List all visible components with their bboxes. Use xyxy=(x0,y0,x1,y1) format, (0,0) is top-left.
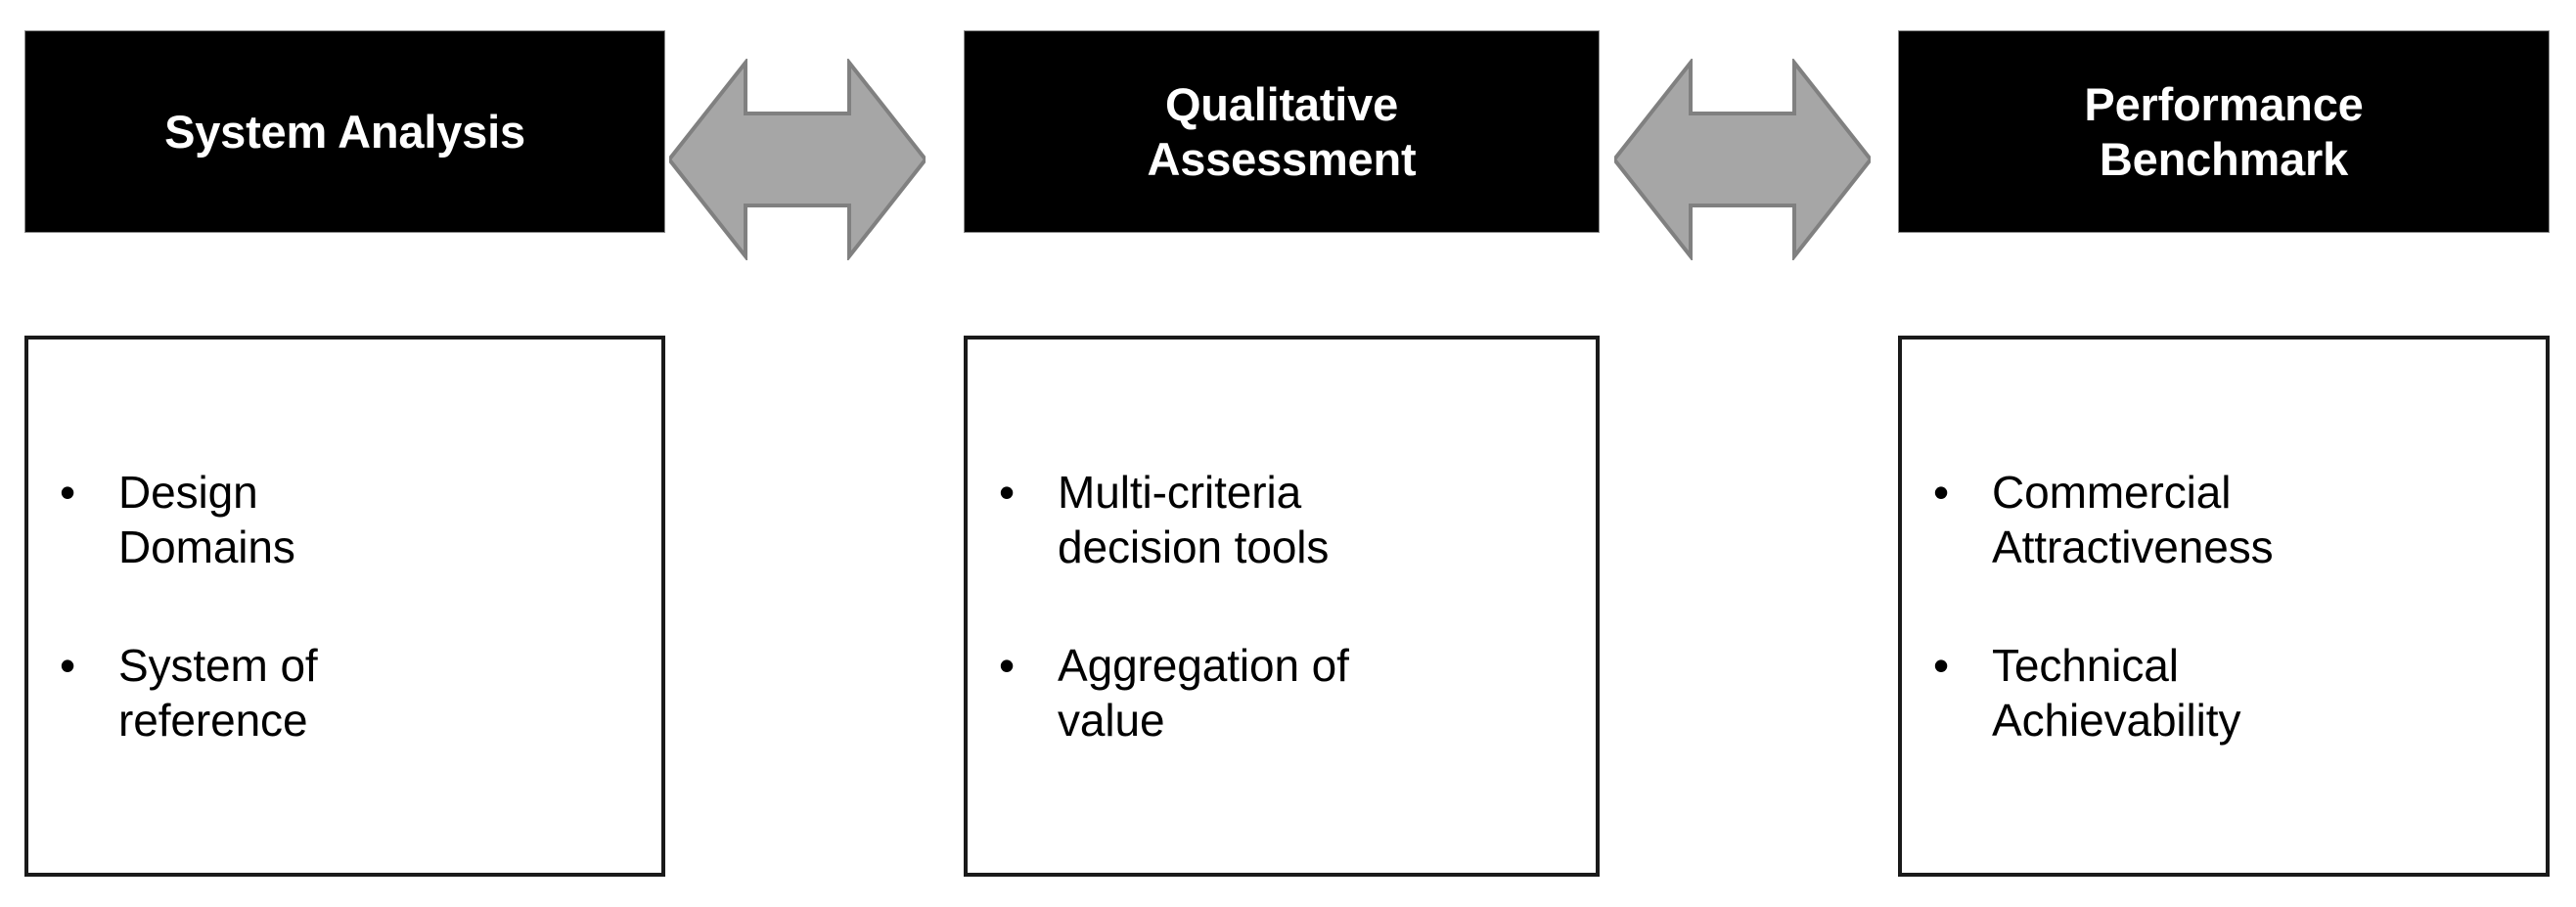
stage-content-system-analysis: • Design Domains • System of reference xyxy=(24,336,665,877)
stage-header-qualitative-assessment: Qualitative Assessment xyxy=(964,30,1600,233)
list-item: • System of reference xyxy=(42,638,655,748)
bullet-point-icon: • xyxy=(999,639,1016,691)
stage-header-label: Performance Benchmark xyxy=(2084,78,2364,185)
stage-header-label: Qualitative Assessment xyxy=(1147,78,1417,185)
list-item: • Aggregation of value xyxy=(981,638,1590,748)
stage-content-performance-benchmark: • Commercial Attractiveness • Technical … xyxy=(1898,336,2550,877)
bullet-list: • Design Domains • System of reference xyxy=(42,465,655,747)
bullet-label: Commercial Attractiveness xyxy=(1992,467,2274,573)
bullet-label: System of reference xyxy=(118,639,318,746)
bullet-list: • Multi-criteria decision tools • Aggreg… xyxy=(981,465,1590,747)
bullet-point-icon: • xyxy=(999,467,1016,519)
bullet-label: Design Domains xyxy=(118,467,295,573)
double-headed-arrow-icon-2 xyxy=(1614,59,1871,260)
bullet-point-icon: • xyxy=(60,467,76,519)
bullet-list: • Commercial Attractiveness • Technical … xyxy=(1916,465,2540,747)
bullet-label: Multi-criteria decision tools xyxy=(1058,467,1330,573)
stage-header-system-analysis: System Analysis xyxy=(24,30,665,233)
list-item: • Multi-criteria decision tools xyxy=(981,465,1590,574)
stage-column-system-analysis: System Analysis • Design Domains • Syste… xyxy=(24,0,665,907)
bullet-label: Technical Achievability xyxy=(1992,639,2241,746)
list-item: • Commercial Attractiveness xyxy=(1916,465,2540,574)
arrow-shape xyxy=(669,59,926,260)
double-headed-arrow-icon-1 xyxy=(669,59,926,260)
bullet-point-icon: • xyxy=(60,639,76,691)
stage-column-performance-benchmark: Performance Benchmark • Commercial Attra… xyxy=(1898,0,2550,907)
arrow-shape xyxy=(1614,59,1871,260)
bullet-point-icon: • xyxy=(1933,639,1950,691)
stage-column-qualitative-assessment: Qualitative Assessment • Multi-criteria … xyxy=(964,0,1600,907)
stage-content-qualitative-assessment: • Multi-criteria decision tools • Aggreg… xyxy=(964,336,1600,877)
list-item: • Technical Achievability xyxy=(1916,638,2540,748)
stage-header-label: System Analysis xyxy=(164,105,525,158)
stage-header-performance-benchmark: Performance Benchmark xyxy=(1898,30,2550,233)
bullet-label: Aggregation of value xyxy=(1058,639,1349,746)
list-item: • Design Domains xyxy=(42,465,655,574)
bullet-point-icon: • xyxy=(1933,467,1950,519)
